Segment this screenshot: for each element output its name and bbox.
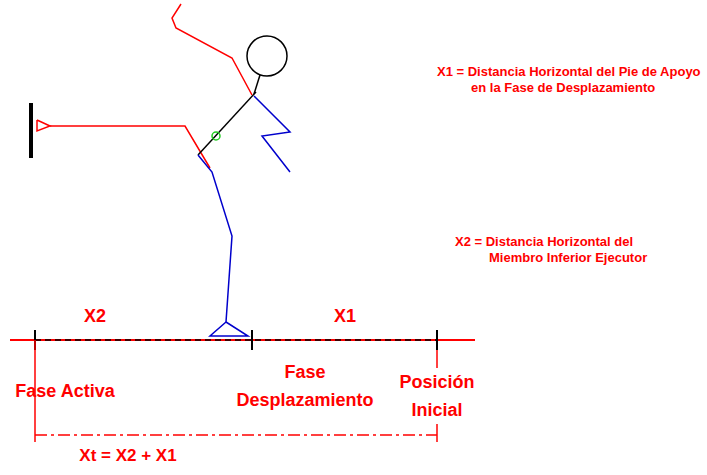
neck (254, 75, 260, 94)
total-label: Xt = X2 + X1 (48, 442, 208, 470)
label-note: X2 = Distancia Horizontal del Miembro In… (455, 234, 689, 266)
bracket-line (35, 434, 437, 436)
label-note: X1 = Distancia Horizontal del Pie de Apo… (437, 64, 703, 96)
kicking-leg (50, 126, 210, 168)
support-leg (198, 155, 232, 322)
front-arm (254, 96, 290, 172)
ground-line (10, 339, 475, 341)
torso (198, 92, 256, 155)
center-of-mass (212, 132, 220, 140)
distance-line (35, 339, 437, 341)
tick (436, 330, 438, 350)
phase-label: Fase Activa (5, 377, 125, 405)
target-wall (29, 103, 33, 158)
support-foot (210, 322, 248, 336)
tick (251, 330, 253, 350)
head (247, 36, 287, 76)
kicking-foot (37, 120, 50, 131)
rear-arm (172, 4, 252, 95)
dimension-label: X1 (315, 302, 375, 330)
dimension-label: X2 (65, 302, 125, 330)
phase-label: Posición Inicial (380, 368, 494, 424)
phase-label: Fase Desplazamiento (228, 358, 382, 414)
